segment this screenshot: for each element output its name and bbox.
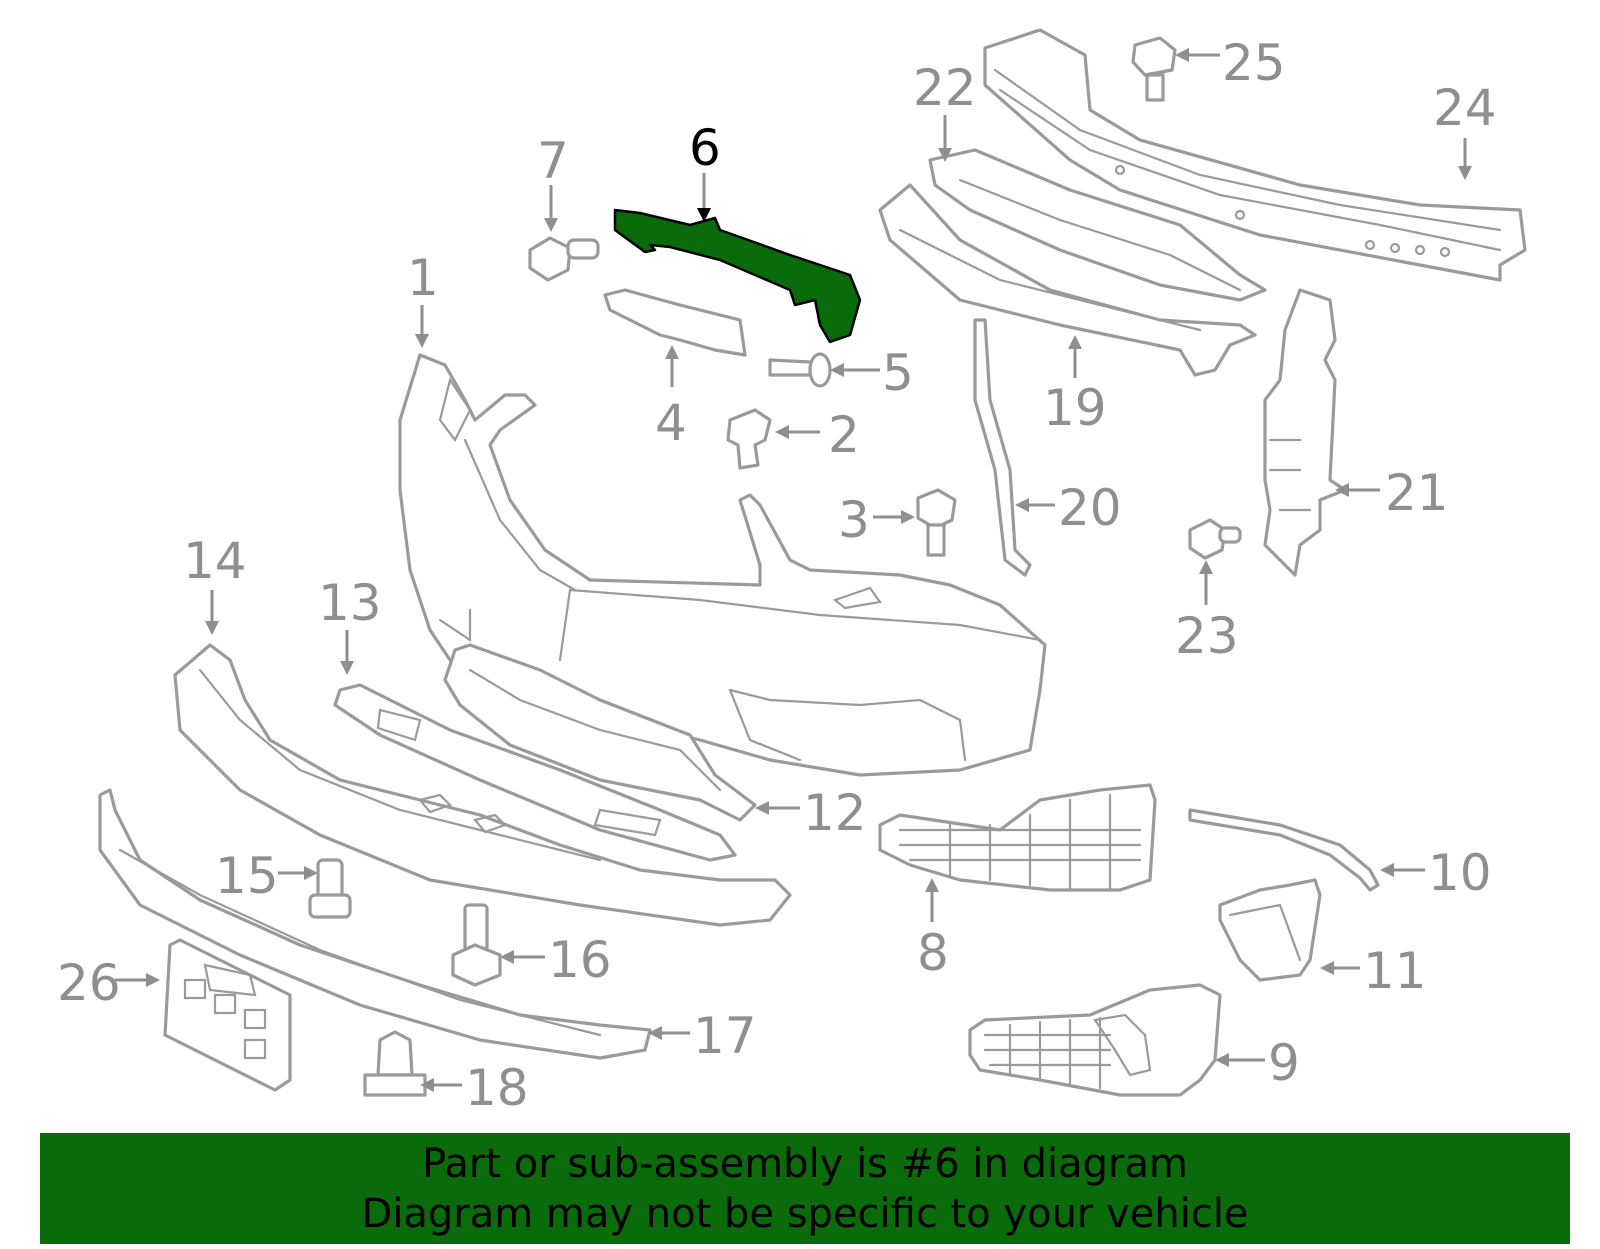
callout-24: 24: [1433, 79, 1497, 137]
part-12-lower-grille[interactable]: [443, 643, 757, 822]
part-11-bracket[interactable]: [1218, 878, 1322, 982]
part-8-side-grille[interactable]: [878, 783, 1157, 892]
callout-2: 2: [828, 406, 860, 464]
part-7-bolt[interactable]: [528, 236, 600, 282]
part-9-fog-grille[interactable]: [968, 983, 1222, 1097]
part-3-bolt[interactable]: [916, 488, 957, 557]
part-14-lower-spoiler[interactable]: [173, 643, 792, 927]
part-18-clip[interactable]: [363, 1030, 427, 1097]
callout-15: 15: [215, 847, 279, 905]
callout-18: 18: [465, 1059, 529, 1117]
part-20-seal-strip[interactable]: [973, 318, 1032, 577]
part-21-side-bracket[interactable]: [1263, 288, 1347, 577]
callout-10: 10: [1428, 844, 1492, 902]
callout-20: 20: [1058, 479, 1122, 537]
part-22-absorber[interactable]: [928, 148, 1267, 302]
callout-6: 6: [689, 119, 721, 177]
part-26-license-bracket[interactable]: [163, 938, 292, 1092]
callout-14: 14: [183, 532, 247, 590]
callout-19: 19: [1043, 379, 1107, 437]
part-4-plate[interactable]: [603, 288, 747, 357]
callout-17: 17: [693, 1007, 757, 1065]
callout-7: 7: [537, 132, 569, 190]
leader-arrows: [115, 48, 1472, 1092]
part-16-stud[interactable]: [451, 903, 502, 987]
callout-25: 25: [1222, 34, 1286, 92]
callout-3: 3: [838, 491, 870, 549]
callout-21: 21: [1385, 464, 1449, 522]
callout-13: 13: [318, 574, 382, 632]
callout-11: 11: [1363, 942, 1427, 1000]
part-5-clip[interactable]: [768, 352, 832, 388]
callout-4: 4: [655, 394, 687, 452]
callout-16: 16: [548, 931, 612, 989]
callout-5: 5: [882, 344, 914, 402]
callout-1: 1: [407, 249, 439, 307]
part-24-bumper-beam[interactable]: [983, 28, 1527, 282]
banner-line-1: Part or sub-assembly is #6 in diagram: [422, 1140, 1188, 1187]
part-19-lower-absorber[interactable]: [878, 183, 1257, 377]
part-15-clip[interactable]: [308, 858, 352, 919]
part-10-molding[interactable]: [1188, 808, 1380, 892]
part-23-bolt[interactable]: [1188, 518, 1242, 560]
callout-26: 26: [57, 954, 121, 1012]
part-13-molding-strip[interactable]: [333, 683, 737, 862]
callout-9: 9: [1268, 1034, 1300, 1092]
part-6-highlighted-bracket[interactable]: [613, 208, 862, 344]
callout-8: 8: [917, 924, 949, 982]
info-banner: Part or sub-assembly is #6 in diagram Di…: [40, 1133, 1570, 1244]
banner-line-2: Diagram may not be specific to your vehi…: [361, 1190, 1249, 1237]
part-25-bolt[interactable]: [1131, 36, 1177, 102]
part-2-clip[interactable]: [726, 408, 772, 470]
callout-23: 23: [1175, 607, 1239, 665]
callout-22: 22: [913, 59, 977, 117]
part-17-lower-lip[interactable]: [98, 788, 652, 1060]
callout-12: 12: [803, 784, 867, 842]
